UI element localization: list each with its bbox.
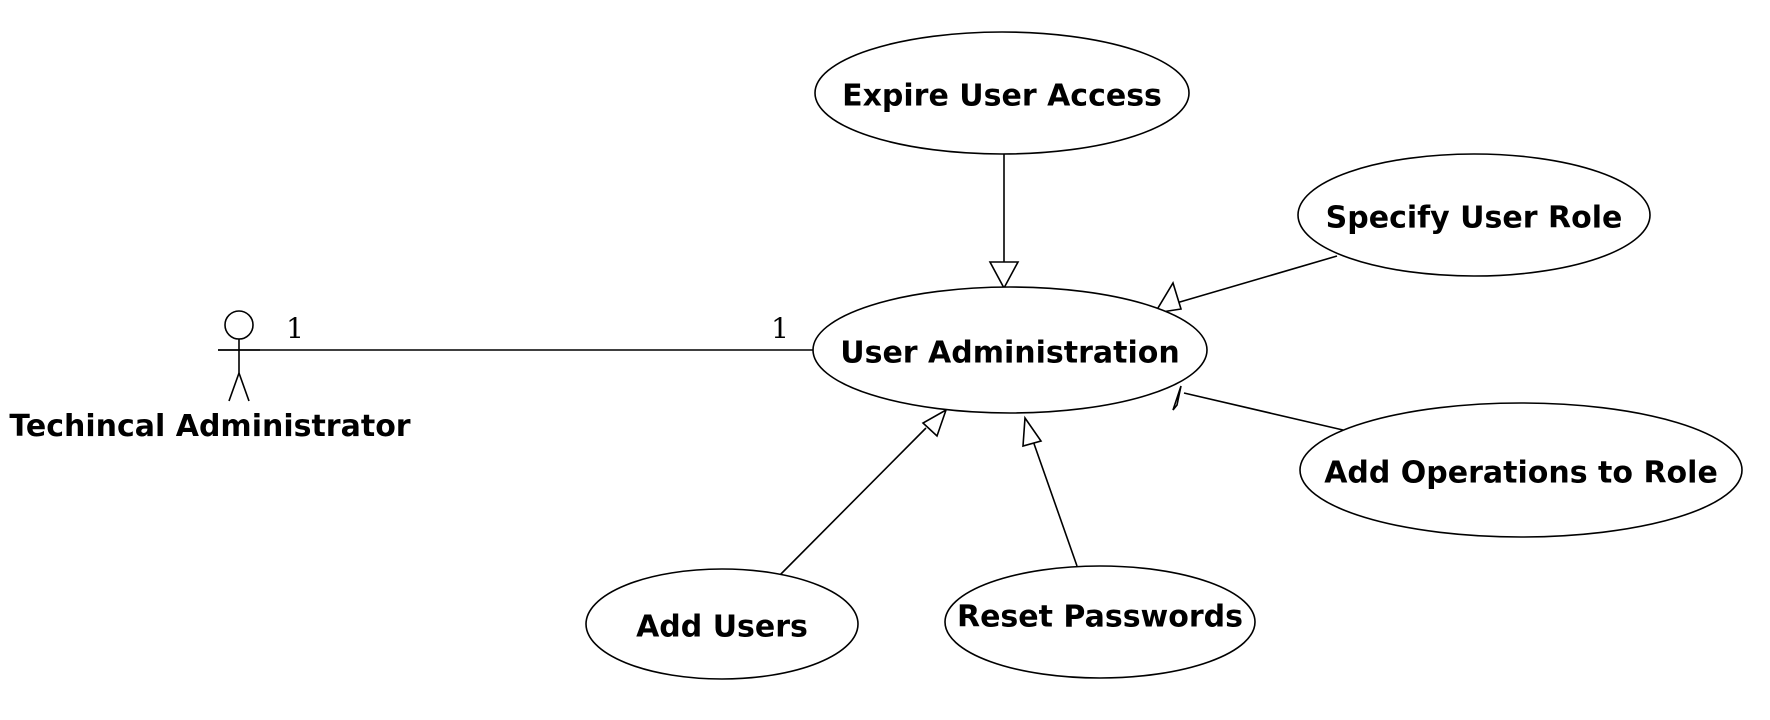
arrowhead-add-users <box>921 408 948 438</box>
usecase-specify-user-role-ellipse <box>1297 153 1651 277</box>
usecase-multiplicity: 1 <box>771 312 789 345</box>
usecase-reset-passwords-ellipse <box>944 565 1256 679</box>
generalization-line-reset-passwords <box>1031 437 1078 567</box>
actor-stick-figure[interactable] <box>218 310 260 402</box>
actor-name: Techincal Administrator <box>9 409 410 444</box>
usecase-add-operations-to-role-ellipse <box>1299 402 1743 538</box>
usecase-specify-user-role-label: Specify User Role <box>1326 201 1623 236</box>
actor-left-leg <box>228 372 240 402</box>
actor-multiplicity: 1 <box>286 312 304 345</box>
usecase-add-users-label: Add Users <box>636 610 808 645</box>
usecase-user-administration-label: User Administration <box>840 336 1180 371</box>
actor-head <box>224 310 254 340</box>
arrowhead-add-operations-to-role <box>1172 385 1182 411</box>
generalization-line-add-operations-to-role <box>1183 392 1344 431</box>
usecase-expire-user-access-label: Expire User Access <box>842 79 1162 114</box>
actor-right-leg <box>238 372 250 402</box>
usecase-add-users[interactable]: Add Users <box>585 568 859 680</box>
usecase-user-administration[interactable]: User Administration <box>812 286 1208 414</box>
usecase-add-operations-to-role[interactable]: Add Operations to Role <box>1299 402 1743 538</box>
usecase-expire-user-access[interactable]: Expire User Access <box>814 31 1190 155</box>
generalization-line-add-users <box>771 427 927 584</box>
usecase-reset-passwords[interactable]: Reset Passwords <box>944 565 1256 679</box>
usecase-reset-passwords-label: Reset Passwords <box>957 600 1243 635</box>
generalization-line-specify-user-role <box>1172 255 1338 305</box>
arrowhead-reset-passwords <box>1022 415 1043 448</box>
usecase-expire-user-access-ellipse <box>814 31 1190 155</box>
usecase-user-administration-ellipse <box>812 286 1208 414</box>
usecase-specify-user-role[interactable]: Specify User Role <box>1297 153 1651 277</box>
arrowhead-expire-user-access <box>988 261 1020 290</box>
usecase-add-operations-to-role-label: Add Operations to Role <box>1324 456 1718 491</box>
usecase-add-users-ellipse <box>585 568 859 680</box>
arrowhead-specify-user-role <box>1153 281 1183 315</box>
